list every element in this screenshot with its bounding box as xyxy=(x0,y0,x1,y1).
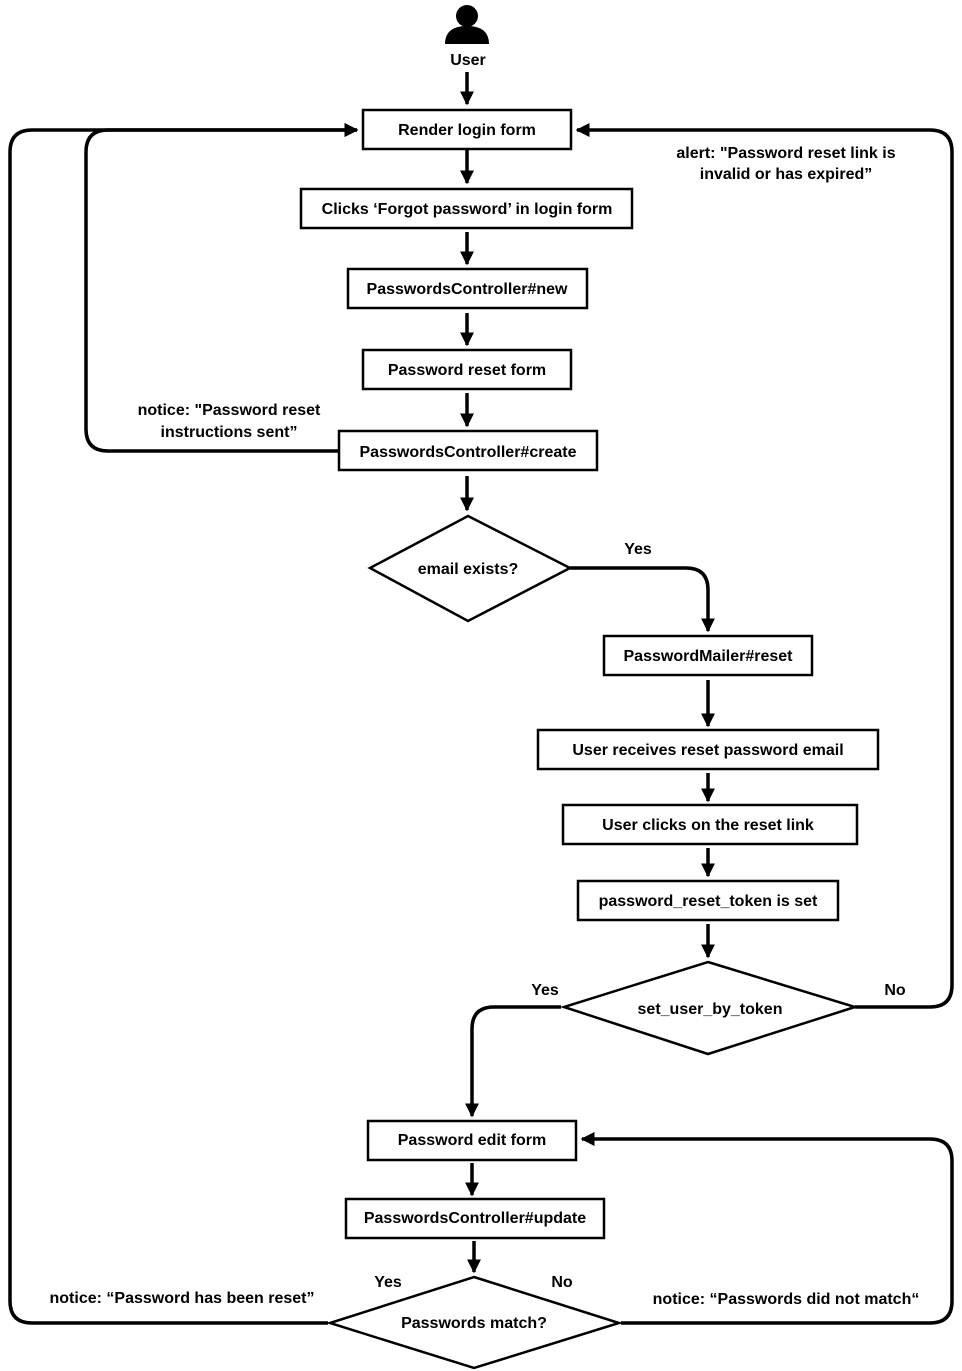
alert-label-line2: invalid or has expired” xyxy=(700,166,873,183)
svg-text:Render login form: Render login form xyxy=(398,122,536,139)
node-mailer-reset: PasswordMailer#reset xyxy=(602,634,814,677)
node-clicks-forgot: Clicks ‘Forgot password’ in login form xyxy=(299,187,634,230)
node-clicks-link: User clicks on the reset link xyxy=(561,803,859,846)
notice-sent-line2: instructions sent” xyxy=(161,424,298,441)
node-render-login: Render login form xyxy=(361,108,573,151)
svg-text:Password reset form: Password reset form xyxy=(388,362,546,379)
svg-text:PasswordsController#new: PasswordsController#new xyxy=(367,281,569,298)
node-passwords-match: Passwords match? xyxy=(325,1275,624,1370)
svg-text:Clicks ‘Forgot password’ in lo: Clicks ‘Forgot password’ in login form xyxy=(322,201,613,218)
yes-match-label: Yes xyxy=(374,1274,402,1291)
node-edit-form: Password edit form xyxy=(366,1119,578,1162)
node-token-set: password_reset_token is set xyxy=(576,879,840,922)
node-set-user-by-token: set_user_by_token xyxy=(559,960,860,1056)
connectors xyxy=(460,72,715,1274)
yes-email-label: Yes xyxy=(624,541,652,558)
edge-labels: alert: "Password reset link is invalid o… xyxy=(50,145,920,1308)
loop-connectors xyxy=(8,123,954,1325)
no-token-label: No xyxy=(884,982,906,999)
svg-text:User receives reset password e: User receives reset password email xyxy=(572,742,843,759)
alert-label-line1: alert: "Password reset link is xyxy=(676,145,895,162)
svg-text:User clicks on the reset link: User clicks on the reset link xyxy=(602,817,814,834)
svg-text:Password edit form: Password edit form xyxy=(398,1132,546,1149)
node-controller-update: PasswordsController#update xyxy=(344,1197,606,1240)
svg-text:PasswordsController#create: PasswordsController#create xyxy=(360,444,577,461)
actor-label: User xyxy=(450,52,486,69)
node-reset-form: Password reset form xyxy=(361,348,573,391)
user-icon xyxy=(445,5,489,44)
svg-text:Passwords match?: Passwords match? xyxy=(401,1315,547,1332)
node-email-exists: email exists? xyxy=(367,514,573,623)
yes-token-label: Yes xyxy=(531,982,559,999)
node-controller-new: PasswordsController#new xyxy=(346,267,589,310)
svg-text:PasswordMailer#reset: PasswordMailer#reset xyxy=(624,648,794,665)
svg-text:PasswordsController#update: PasswordsController#update xyxy=(364,1210,586,1227)
notice-mismatch-label: notice: “Passwords did not match“ xyxy=(653,1291,920,1308)
svg-text:password_reset_token is set: password_reset_token is set xyxy=(599,893,818,910)
svg-text:email exists?: email exists? xyxy=(418,561,519,578)
notice-reset-label: notice: “Password has been reset” xyxy=(50,1290,315,1307)
no-match-label: No xyxy=(551,1274,573,1291)
notice-sent-line1: notice: "Password reset xyxy=(138,402,321,419)
node-receives-email: User receives reset password email xyxy=(536,728,880,771)
svg-text:set_user_by_token: set_user_by_token xyxy=(638,1001,783,1018)
node-controller-create: PasswordsController#create xyxy=(337,429,599,472)
